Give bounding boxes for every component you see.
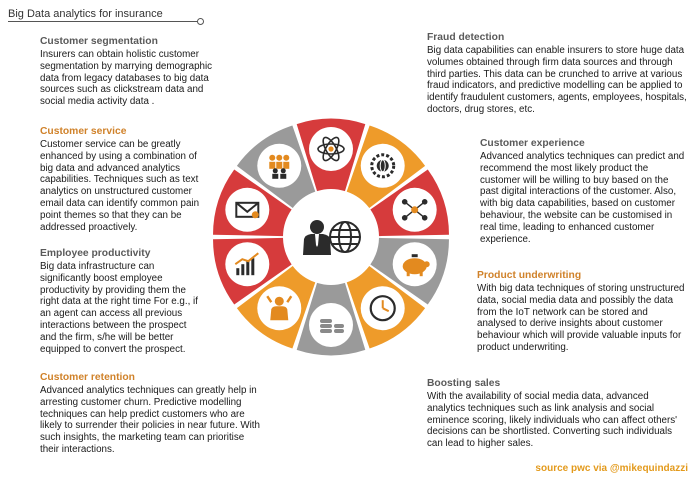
section-product-underwriting: Product underwriting With big data techn… <box>477 270 687 354</box>
section-customer-segmentation: Customer segmentation Insurers can obtai… <box>40 36 230 108</box>
section-heading: Customer experience <box>480 138 585 149</box>
section-heading: Fraud detection <box>427 32 505 43</box>
businessman-icon <box>303 220 331 255</box>
gear-globe-icon <box>360 143 405 188</box>
section-heading: Product underwriting <box>477 270 582 281</box>
section-heading: Customer segmentation <box>40 36 158 47</box>
section-customer-experience: Customer experience Advanced analytics t… <box>480 138 685 245</box>
section-body: Big data capabilities can enable insurer… <box>427 45 687 115</box>
section-heading: Employee productivity <box>40 248 151 259</box>
section-customer-retention: Customer retention Advanced analytics te… <box>40 372 265 456</box>
globe-icon <box>329 221 361 253</box>
source-credit: source pwc via @mikequindazzi <box>535 463 688 474</box>
section-heading: Boosting sales <box>427 378 501 389</box>
section-heading: Customer retention <box>40 372 135 383</box>
employee-icon <box>257 286 302 331</box>
clock-icon <box>360 286 405 331</box>
network-icon <box>392 187 437 232</box>
title-underline-dot <box>197 18 204 25</box>
atom-icon <box>309 127 353 171</box>
section-body: Big data infrastructure can significantl… <box>40 261 198 355</box>
coins-icon <box>309 303 353 347</box>
section-heading: Customer service <box>40 126 127 137</box>
section-fraud-detection: Fraud detection Big data capabilities ca… <box>427 32 687 116</box>
section-body: Customer service can be greatly enhanced… <box>40 139 200 233</box>
piggy-bank-icon <box>392 242 437 287</box>
email-icon <box>225 187 270 232</box>
section-body: Insurers can obtain holistic customer se… <box>40 49 213 108</box>
section-body: With the availability of social media da… <box>427 391 678 450</box>
section-customer-service: Customer service Customer service can be… <box>40 126 210 233</box>
section-boosting-sales: Boosting sales With the availability of … <box>427 378 682 450</box>
section-body: Advanced analytics techniques can predic… <box>480 151 685 245</box>
title-underline <box>8 21 199 22</box>
analytics-wheel <box>213 118 449 356</box>
section-employee-productivity: Employee productivity Big data infrastru… <box>40 248 205 355</box>
people-icon <box>257 143 302 188</box>
section-body: With big data techniques of storing unst… <box>477 283 685 353</box>
section-body: Advanced analytics techniques can greatl… <box>40 385 260 455</box>
growth-chart-icon <box>225 242 270 287</box>
page-title: Big Data analytics for insurance <box>8 8 163 20</box>
